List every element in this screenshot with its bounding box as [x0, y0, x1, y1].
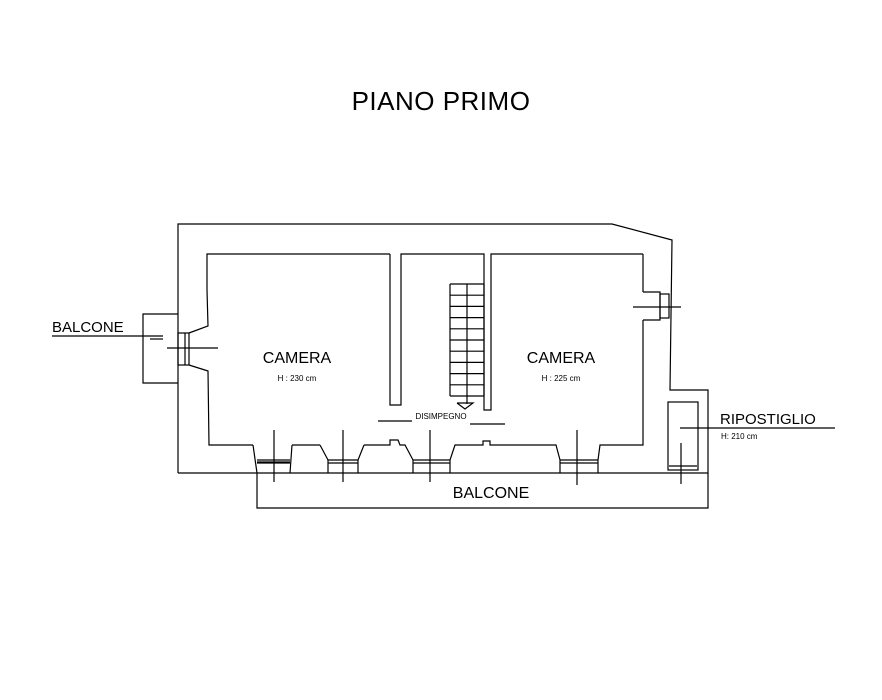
plan-title: PIANO PRIMO — [351, 86, 531, 116]
height-camera-right: H : 225 cm — [542, 374, 581, 383]
camera-left-wall — [188, 253, 390, 334]
label-balcone-left: BALCONE — [52, 319, 124, 336]
stair-arrow-icon — [456, 402, 475, 410]
label-disimpegno: DISIMPEGNO — [415, 412, 466, 421]
height-camera-left: H : 230 cm — [278, 374, 317, 383]
balcony-bottom — [256, 473, 709, 509]
height-ripostiglio: H: 210 cm — [721, 432, 758, 441]
partition-left — [389, 253, 442, 406]
label-camera-right: CAMERA — [527, 350, 596, 367]
camera-left-wall-low — [188, 364, 253, 446]
label-balcone-bottom: BALCONE — [453, 485, 529, 502]
window-left — [177, 332, 190, 366]
inner-bottom-wall — [289, 444, 293, 474]
label-ripostiglio: RIPOSTIGLIO — [720, 411, 816, 428]
inner-bottom-wall — [449, 440, 561, 473]
window-right — [643, 291, 661, 321]
inner-bottom-wall — [252, 444, 258, 474]
inner-bottom-wall — [319, 444, 329, 473]
outer-wall — [177, 223, 709, 474]
balcony-left — [142, 313, 178, 384]
stairs — [449, 283, 485, 404]
label-camera-left: CAMERA — [263, 350, 332, 367]
inner-bottom-wall — [357, 444, 365, 473]
inner-bottom-wall — [597, 320, 644, 473]
windows-bottom — [257, 430, 598, 485]
inner-bottom-wall — [364, 439, 414, 473]
window-right-pane — [659, 293, 670, 319]
ripostiglio-box — [667, 401, 699, 471]
partition-right — [442, 253, 643, 411]
